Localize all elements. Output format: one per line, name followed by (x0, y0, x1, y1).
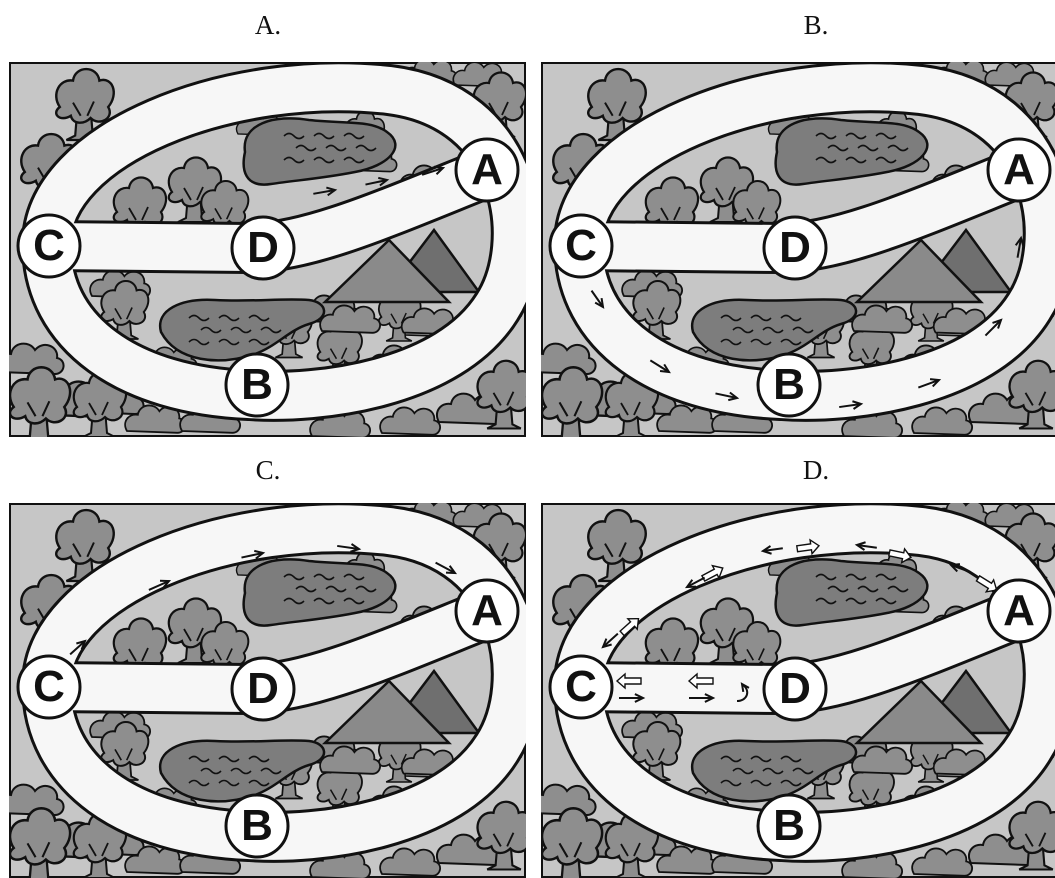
node-c: C (550, 656, 612, 718)
caption-c: C. (168, 455, 368, 486)
node-label-d: D (779, 664, 811, 713)
panel-b: A B C D (541, 62, 1055, 437)
caption-d: D. (716, 455, 916, 486)
node-c: C (18, 215, 80, 277)
panel-a: A B C D (9, 62, 526, 437)
node-label-c: C (33, 662, 65, 711)
node-label-a: A (471, 586, 503, 635)
caption-b: B. (716, 10, 916, 41)
node-label-b: B (241, 801, 273, 850)
map-svg: A B C D (9, 62, 526, 437)
panel-c: A B C D (9, 503, 526, 878)
caption-a: A. (168, 10, 368, 41)
panel-d: A B C D (541, 503, 1055, 878)
node-a: A (988, 580, 1050, 642)
node-c: C (18, 656, 80, 718)
node-c: C (550, 215, 612, 277)
node-label-b: B (241, 360, 273, 409)
node-d: D (764, 658, 826, 720)
node-label-a: A (1003, 145, 1035, 194)
node-label-c: C (565, 662, 597, 711)
node-label-d: D (779, 223, 811, 272)
map-svg: A B C D (9, 503, 526, 878)
node-label-a: A (471, 145, 503, 194)
node-label-b: B (773, 801, 805, 850)
node-a: A (456, 139, 518, 201)
node-a: A (456, 580, 518, 642)
node-label-c: C (33, 221, 65, 270)
node-b: B (758, 795, 820, 857)
map-svg: A B C D (541, 62, 1055, 437)
node-label-d: D (247, 664, 279, 713)
node-d: D (232, 217, 294, 279)
map-svg: A B C D (541, 503, 1055, 878)
node-label-d: D (247, 223, 279, 272)
node-b: B (226, 795, 288, 857)
node-label-c: C (565, 221, 597, 270)
node-d: D (764, 217, 826, 279)
node-label-b: B (773, 360, 805, 409)
node-b: B (226, 354, 288, 416)
node-label-a: A (1003, 586, 1035, 635)
node-b: B (758, 354, 820, 416)
node-a: A (988, 139, 1050, 201)
node-d: D (232, 658, 294, 720)
